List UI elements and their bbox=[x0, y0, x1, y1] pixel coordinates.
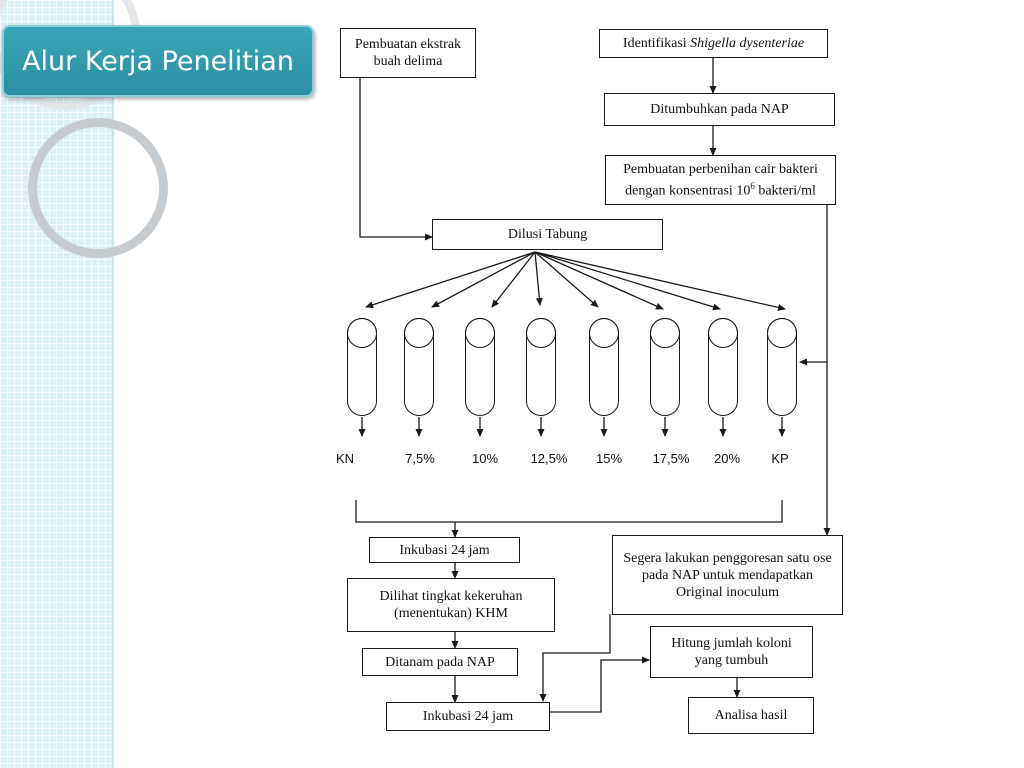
box-penggoresan: Segera lakukan penggoresan satu ose pada… bbox=[612, 535, 843, 615]
collector-bracket bbox=[355, 500, 783, 523]
arrow-inkubasi2-to-hitung bbox=[550, 656, 650, 713]
fan-arrow-kn bbox=[365, 251, 536, 309]
tube-kp bbox=[766, 317, 797, 416]
fan-arrow-17-5 bbox=[534, 251, 664, 310]
tube-17-5 bbox=[649, 317, 680, 416]
fan-arrow-7-5 bbox=[431, 251, 536, 308]
box-hitung: Hitung jumlah koloni yang tumbuh bbox=[650, 626, 813, 678]
identifikasi-label: Identifikasi Shigella dysenteriae bbox=[622, 36, 805, 51]
tube-label-15: 15% bbox=[595, 451, 623, 466]
box-ditumbuhkan: Ditumbuhkan pada NAP bbox=[604, 93, 835, 126]
box-inkubasi-1: Inkubasi 24 jam bbox=[369, 537, 520, 563]
decorative-ring-bottom bbox=[28, 118, 168, 258]
tube-label-10: 10% bbox=[471, 451, 499, 466]
tube-12-5 bbox=[525, 317, 556, 416]
box-ditanam: Ditanam pada NAP bbox=[362, 648, 518, 676]
fan-arrow-12-5 bbox=[534, 251, 543, 306]
box-ekstrak: Pembuatan ekstrak buah delima bbox=[340, 28, 476, 78]
fan-arrow-20 bbox=[534, 251, 721, 311]
box-perbenihan: Pembuatan perbenihan cair bakteri dengan… bbox=[605, 155, 836, 205]
arrow-penggoresan-to-inkubasi2 bbox=[539, 614, 611, 702]
tube-label-17-5: 17,5% bbox=[652, 451, 690, 466]
organism-name: Shigella dysenteriae bbox=[690, 36, 805, 51]
box-analisa: Analisa hasil bbox=[688, 697, 814, 734]
fan-arrow-15 bbox=[534, 251, 599, 308]
fan-arrow-10 bbox=[491, 251, 536, 308]
tube-7-5 bbox=[403, 317, 434, 416]
box-dilusi: Dilusi Tabung bbox=[432, 219, 663, 250]
arrow-ekstrak-to-dilusi bbox=[359, 78, 433, 241]
arrow-perbenihan-to-kp bbox=[799, 205, 828, 366]
box-inkubasi-2: Inkubasi 24 jam bbox=[386, 702, 550, 731]
box-kekeruhan: Dilihat tingkat kekeruhan (menentukan) K… bbox=[347, 578, 555, 632]
slide-title: Alur Kerja Penelitian bbox=[2, 25, 314, 97]
tube-label-kn: KN bbox=[335, 451, 355, 466]
perbenihan-concentration: dengan konsentrasi 106 bakteri/ml bbox=[625, 180, 816, 199]
tube-label-12-5: 12,5% bbox=[530, 451, 568, 466]
tube-kn bbox=[346, 317, 377, 416]
sidebar-divider bbox=[112, 0, 114, 768]
tube-15 bbox=[588, 317, 619, 416]
tube-20 bbox=[707, 317, 738, 416]
tube-label-7-5: 7,5% bbox=[405, 451, 435, 466]
box-identifikasi: Identifikasi Shigella dysenteriae bbox=[599, 29, 828, 58]
tube-label-kp: KP bbox=[771, 451, 789, 466]
tube-10 bbox=[464, 317, 495, 416]
fan-arrow-kp bbox=[534, 251, 786, 311]
tube-label-20: 20% bbox=[713, 451, 741, 466]
